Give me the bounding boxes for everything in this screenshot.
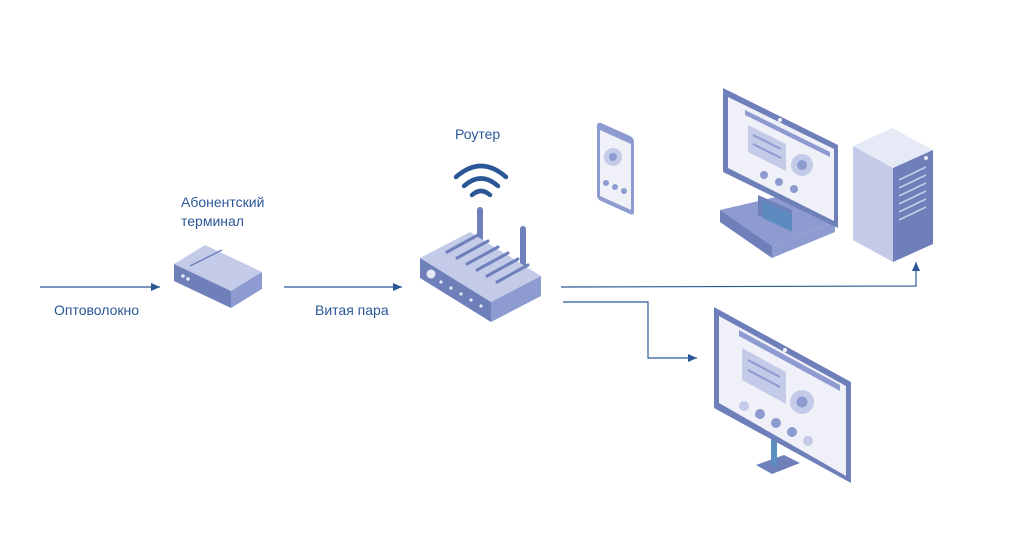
wifi-signal-icon xyxy=(453,163,509,198)
monitor-icon xyxy=(714,307,851,483)
router-to-pc-line xyxy=(560,262,920,288)
label-terminal-line1: Абонентский xyxy=(181,194,265,210)
router-to-monitor-line xyxy=(563,301,697,362)
ont-box-icon xyxy=(174,245,262,308)
wifi-router-icon xyxy=(420,207,541,322)
label-fiber: Оптоволокно xyxy=(54,302,140,318)
label-terminal-line2: терминал xyxy=(181,213,244,229)
label-twisted-pair: Витая пара xyxy=(315,302,389,318)
desktop-monitor-icon xyxy=(720,88,838,258)
label-router: Роутер xyxy=(455,126,501,142)
smartphone-icon xyxy=(597,122,634,215)
connection-lines xyxy=(40,262,920,362)
label-subscriber-terminal: Абонентский терминал xyxy=(181,193,264,231)
pc-tower-icon xyxy=(853,128,933,262)
